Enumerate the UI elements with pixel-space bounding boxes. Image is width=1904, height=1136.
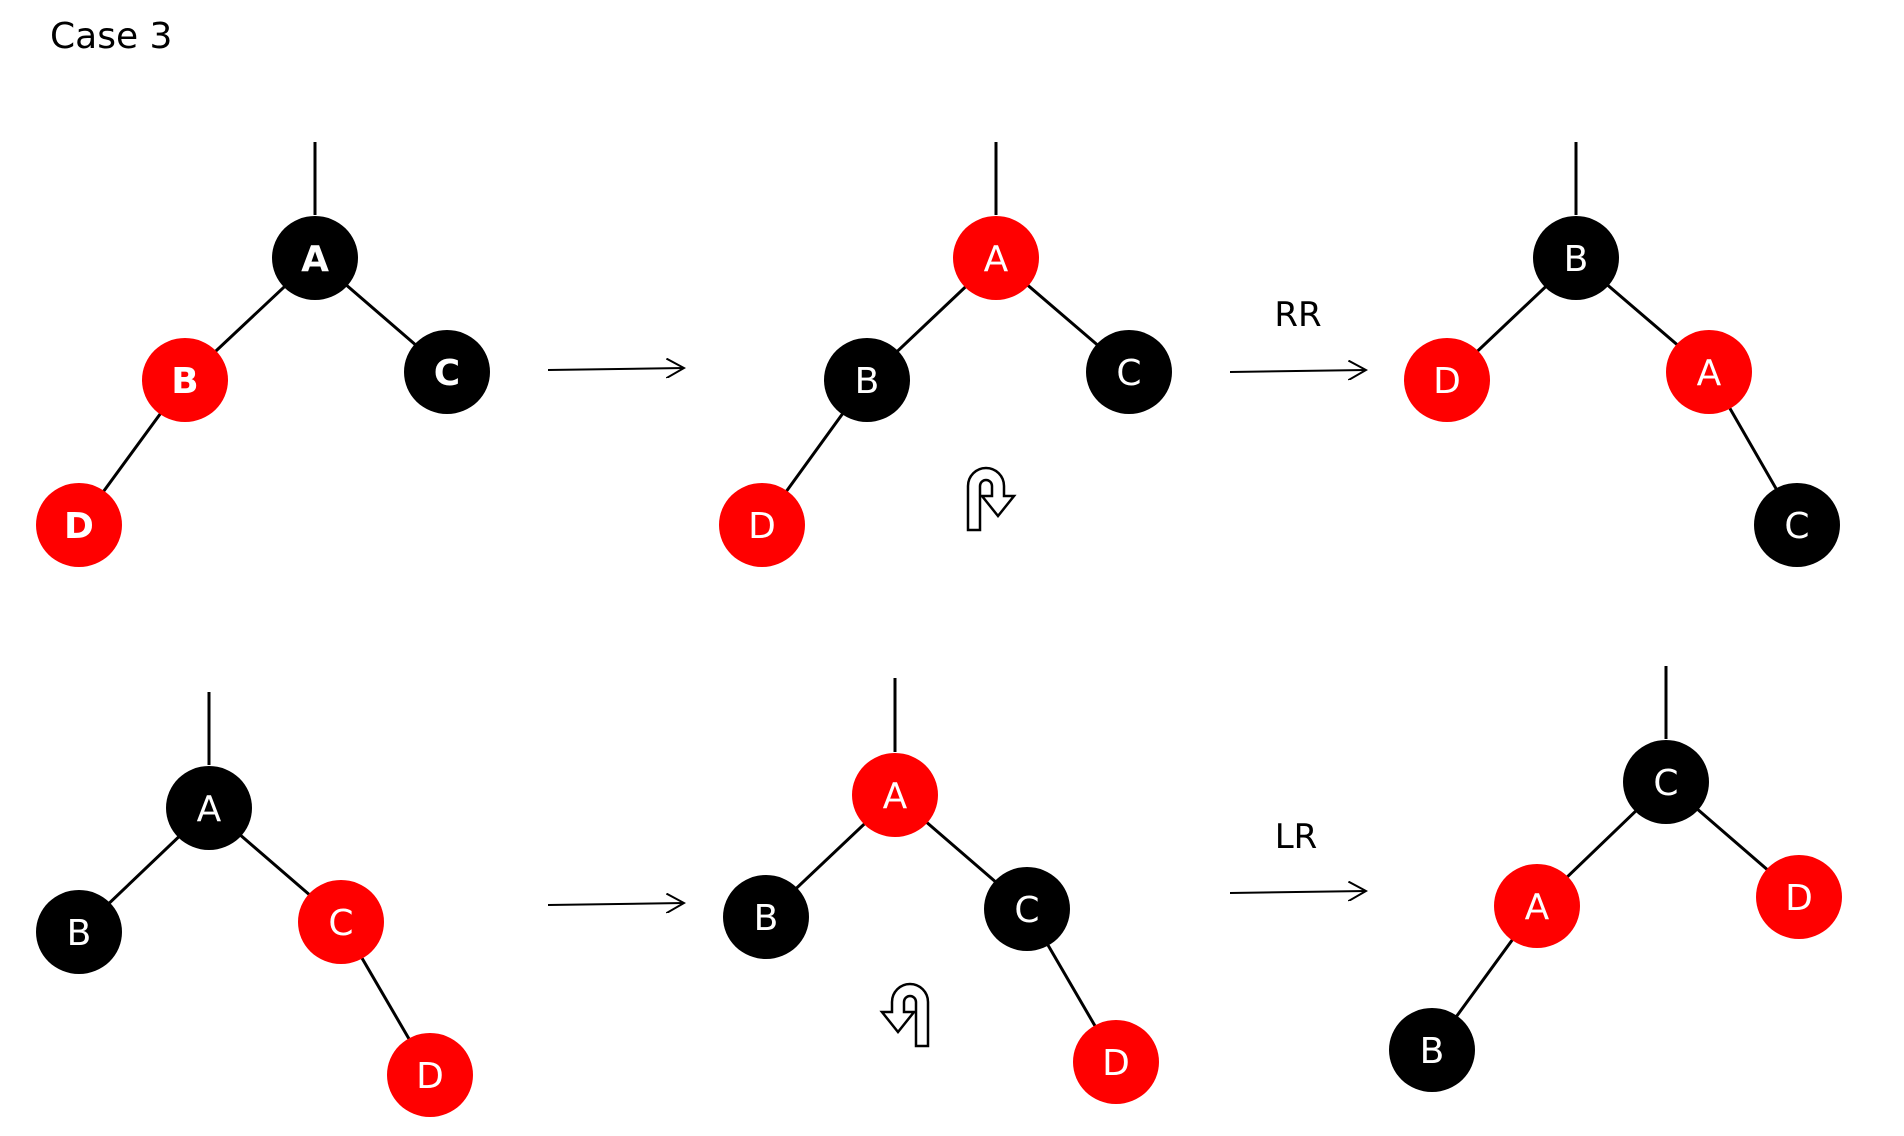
- node-circle: [1086, 330, 1172, 414]
- node-label: B: [171, 361, 198, 402]
- bottom_row-tree-2-node-B: B: [723, 875, 809, 959]
- node-circle: [1754, 483, 1840, 567]
- bottom_row-tree-2-node-D: D: [1073, 1020, 1159, 1104]
- top_row-tree-2-node-B: B: [824, 338, 910, 422]
- node-label: C: [1014, 890, 1039, 931]
- counterclockwise-rotate-arrow-icon: [879, 982, 930, 1048]
- top_row-tree-3-node-B: B: [1533, 216, 1619, 300]
- node-circle: [719, 483, 805, 567]
- bottom_row-tree-3-node-B: B: [1389, 1008, 1475, 1092]
- node-label: A: [984, 239, 1009, 280]
- top_row-tree-3-node-A: A: [1666, 330, 1752, 414]
- node-circle: [1623, 740, 1709, 824]
- top_row-tree-2-node-C: C: [1086, 330, 1172, 414]
- bottom_row-tree-2-node-C: C: [984, 867, 1070, 951]
- node-label: C: [328, 903, 353, 944]
- node-circle: [166, 766, 252, 850]
- node-circle: [272, 216, 358, 300]
- node-label: B: [1564, 239, 1589, 280]
- top_row-tree-1-node-C: C: [404, 330, 490, 414]
- node-label: D: [1785, 878, 1813, 919]
- node-circle: [1494, 864, 1580, 948]
- top_row-tree-2-node-A: A: [953, 216, 1039, 300]
- node-label: A: [1525, 887, 1550, 928]
- node-circle: [1533, 216, 1619, 300]
- node-circle: [984, 867, 1070, 951]
- node-label: A: [883, 776, 908, 817]
- bottom_row-tree-1-node-B: B: [36, 890, 122, 974]
- top_row-transition-arrow-2: [1229, 370, 1366, 372]
- node-label: B: [67, 913, 92, 954]
- node-circle: [824, 338, 910, 422]
- node-circle: [953, 216, 1039, 300]
- node-circle: [36, 483, 122, 567]
- bottom_row-rotation-label: LR: [1275, 817, 1318, 857]
- top_row-transition-arrow-1: [547, 368, 684, 370]
- top_row-tree-3-node-D: D: [1404, 338, 1490, 422]
- node-circle: [36, 890, 122, 974]
- node-label: C: [1784, 506, 1809, 547]
- bottom_row-tree-1-node-C: C: [298, 880, 384, 964]
- page-title: Case 3: [50, 16, 173, 57]
- node-circle: [1756, 855, 1842, 939]
- bottom_row-transition-arrow-1: [547, 903, 684, 905]
- node-circle: [1666, 330, 1752, 414]
- clockwise-rotate-arrow-icon: [966, 466, 1017, 532]
- node-circle: [387, 1033, 473, 1117]
- node-label: A: [1697, 353, 1722, 394]
- bottom_row-tree-1-node-D: D: [387, 1033, 473, 1117]
- top_row-tree-1-node-D: D: [36, 483, 122, 567]
- node-circle: [723, 875, 809, 959]
- bottom_row-tree-1-node-A: A: [166, 766, 252, 850]
- top_row-rotation-label: RR: [1274, 295, 1321, 335]
- node-label: B: [855, 361, 880, 402]
- node-label: D: [64, 506, 94, 547]
- top_row-tree-3-node-C: C: [1754, 483, 1840, 567]
- node-circle: [1073, 1020, 1159, 1104]
- node-label: B: [754, 898, 779, 939]
- top_row-tree-2-node-D: D: [719, 483, 805, 567]
- node-label: A: [197, 789, 222, 830]
- bottom_row-tree-3-node-A: A: [1494, 864, 1580, 948]
- node-circle: [1404, 338, 1490, 422]
- node-label: D: [748, 506, 776, 547]
- node-label: C: [434, 353, 460, 394]
- node-label: A: [301, 239, 329, 280]
- node-label: C: [1653, 763, 1678, 804]
- node-label: C: [1116, 353, 1141, 394]
- bottom_row-transition-arrow-2: [1229, 891, 1366, 893]
- node-label: D: [416, 1056, 444, 1097]
- node-label: D: [1433, 361, 1461, 402]
- node-label: B: [1420, 1031, 1445, 1072]
- bottom_row-tree-2-node-A: A: [852, 753, 938, 837]
- node-circle: [852, 753, 938, 837]
- top_row-tree-1-node-A: A: [272, 216, 358, 300]
- top_row-tree-1-node-B: B: [142, 338, 228, 422]
- bottom_row-tree-3-node-C: C: [1623, 740, 1709, 824]
- node-circle: [142, 338, 228, 422]
- node-circle: [1389, 1008, 1475, 1092]
- node-circle: [404, 330, 490, 414]
- node-label: D: [1102, 1043, 1130, 1084]
- node-circle: [298, 880, 384, 964]
- bottom_row-tree-3-node-D: D: [1756, 855, 1842, 939]
